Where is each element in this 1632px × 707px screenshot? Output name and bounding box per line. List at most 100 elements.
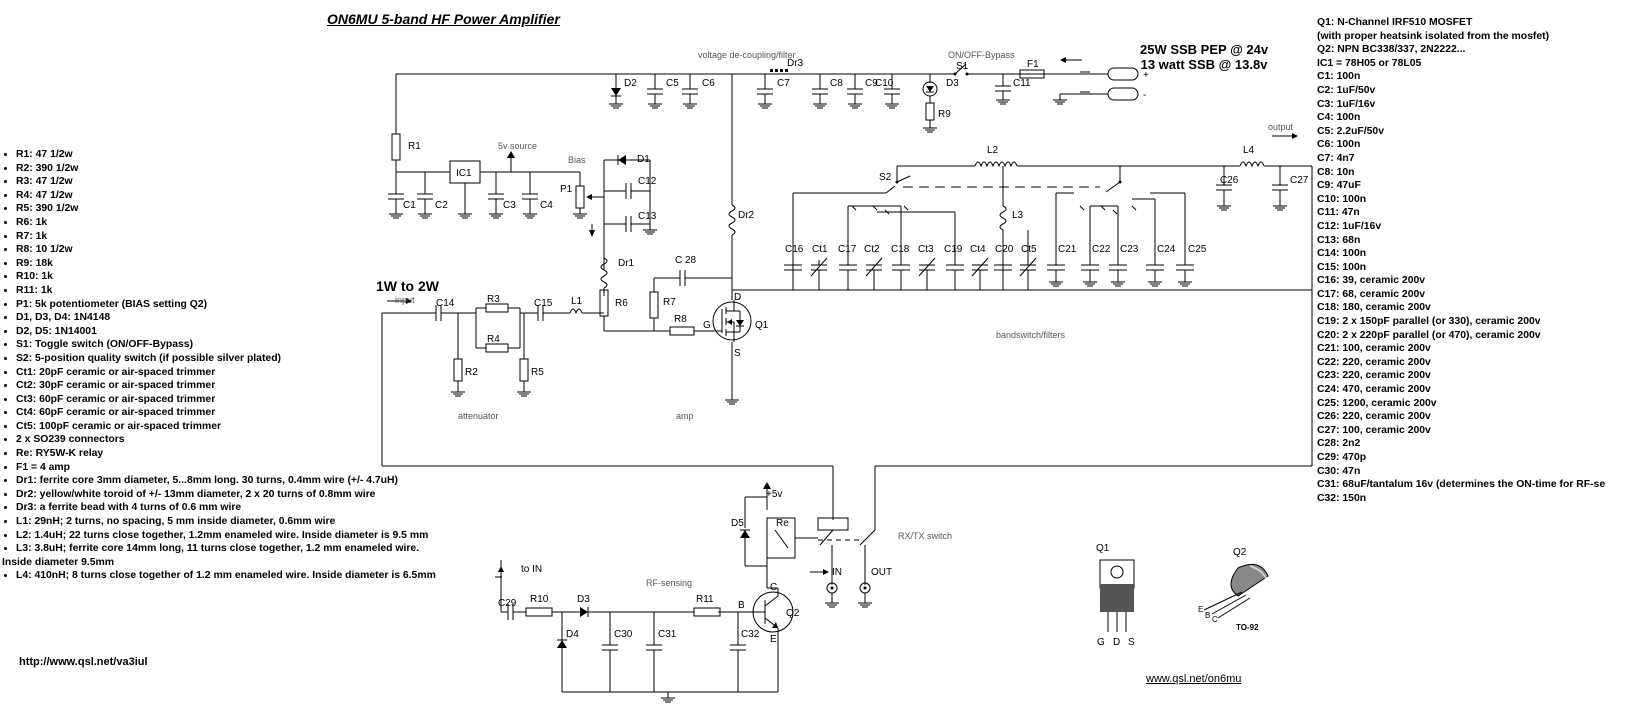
label-pin-c: C bbox=[770, 582, 777, 593]
label-ct1: Ct1 bbox=[812, 244, 828, 255]
right-part-item: C30: 47n bbox=[1317, 465, 1361, 477]
url-on6mu[interactable]: www.qsl.net/on6mu bbox=[1146, 673, 1242, 685]
label-c16: C16 bbox=[785, 244, 804, 255]
label-d3-rf: D3 bbox=[577, 594, 590, 605]
url-va3iul[interactable]: http://www.qsl.net/va3iul bbox=[19, 656, 148, 668]
label-dr3: Dr3 bbox=[787, 58, 804, 69]
left-part-item: R7: 1k bbox=[16, 230, 436, 244]
label-c13: C13 bbox=[638, 211, 657, 222]
drain-source bbox=[725, 74, 1312, 405]
label-c26: C26 bbox=[1220, 175, 1239, 186]
label-r7: R7 bbox=[663, 297, 676, 308]
component-labels: R1 C1 C2 IC1 C3 C4 P1 D1 C12 C13 Dr1 R6 … bbox=[403, 58, 1309, 645]
diode-d1 bbox=[604, 155, 651, 230]
label-c20: C20 bbox=[995, 244, 1014, 255]
label-c11: C11 bbox=[1013, 78, 1031, 89]
right-part-item: C20: 2 x 220pF parallel (or 470), cerami… bbox=[1317, 329, 1541, 341]
label-r3: R3 bbox=[487, 294, 500, 305]
left-part-item: R3: 47 1/2w bbox=[16, 175, 436, 189]
label-p1: P1 bbox=[560, 184, 573, 195]
label-c25: C25 bbox=[1188, 244, 1207, 255]
power-line-2: 13 watt SSB @ 13.8v bbox=[1140, 57, 1268, 72]
label-r4: R4 bbox=[487, 334, 500, 345]
q1-pin-g: G bbox=[1097, 637, 1105, 648]
label-c2: C2 bbox=[435, 200, 448, 211]
power-line-1: 25W SSB PEP @ 24v bbox=[1140, 42, 1269, 57]
left-part-item: D2, D5: 1N14001 bbox=[16, 325, 436, 339]
choke-dr1 bbox=[589, 224, 608, 296]
trimmer-ct3 bbox=[918, 257, 936, 290]
left-part-item: R9: 18k bbox=[16, 257, 436, 271]
label-r8: R8 bbox=[674, 314, 687, 325]
left-part-item: Ct2: 30pF ceramic or air-spaced trimmer bbox=[16, 379, 436, 393]
left-part-item: Ct3: 60pF ceramic or air-spaced trimmer bbox=[16, 393, 436, 407]
transistor-q2 bbox=[718, 587, 794, 692]
label-f1: F1 bbox=[1027, 59, 1039, 70]
section-output: output bbox=[1268, 122, 1294, 132]
right-part-item: C19: 2 x 150pF parallel (or 330), cerami… bbox=[1317, 316, 1541, 328]
label-d4: D4 bbox=[566, 629, 579, 640]
label-r6: R6 bbox=[615, 298, 628, 309]
capacitor-c16 bbox=[784, 264, 802, 290]
left-part-item: R8: 10 1/2w bbox=[16, 243, 436, 257]
capacitor-c20 bbox=[994, 264, 1012, 271]
fuse-f1 bbox=[1019, 69, 1045, 79]
label-c29: C29 bbox=[498, 598, 517, 609]
label-c24: C24 bbox=[1157, 244, 1176, 255]
label-d5: D5 bbox=[731, 518, 744, 529]
label-c30: C30 bbox=[614, 629, 633, 640]
q2-package bbox=[1203, 563, 1269, 619]
section-attenuator: attenuator bbox=[458, 411, 499, 421]
label-ct2: Ct2 bbox=[864, 244, 880, 255]
label-minus: - bbox=[1143, 90, 1146, 101]
right-part-item: C32: 150n bbox=[1317, 492, 1367, 504]
right-part-item: C25: 1200, ceramic 200v bbox=[1317, 397, 1437, 409]
section-out: OUT bbox=[871, 567, 892, 578]
left-part-item: R5: 390 1/2w bbox=[16, 202, 436, 216]
label-d3: D3 bbox=[946, 78, 959, 89]
right-part-item: Q1: N-Channel IRF510 MOSFET bbox=[1317, 17, 1473, 28]
left-part-item: Ct5: 100pF ceramic or air-spaced trimmer bbox=[16, 420, 436, 434]
left-parts-list: R1: 47 1/2wR2: 390 1/2wR3: 47 1/2wR4: 47… bbox=[2, 148, 436, 583]
label-d1: D1 bbox=[637, 154, 650, 165]
right-part-item: C24: 470, ceramic 200v bbox=[1317, 384, 1431, 396]
left-part-item: D1, D3, D4: 1N4148 bbox=[16, 311, 436, 325]
schematic-title: ON6MU 5-band HF Power Amplifier bbox=[327, 11, 560, 27]
q1-package bbox=[1099, 559, 1135, 632]
label-q1: Q1 bbox=[755, 320, 769, 331]
output-network bbox=[1120, 133, 1313, 466]
label-c21: C21 bbox=[1058, 244, 1077, 255]
label-ct5: Ct5 bbox=[1021, 244, 1037, 255]
label-ic1: IC1 bbox=[456, 168, 472, 179]
package-labels: Q1 G D S Q2 E B C TO-92 bbox=[1096, 543, 1259, 648]
mosfet-q1 bbox=[712, 300, 752, 342]
right-part-item: C17: 68, ceramic 200v bbox=[1317, 288, 1426, 300]
right-part-item: C27: 100, ceramic 200v bbox=[1317, 424, 1431, 436]
right-part-item: C26: 220, ceramic 200v bbox=[1317, 411, 1431, 423]
label-r11: R11 bbox=[696, 594, 714, 605]
capacitor-c13 bbox=[604, 216, 657, 235]
label-pin-d: D bbox=[734, 292, 741, 303]
led-d3-r9 bbox=[922, 74, 938, 133]
label-r2: R2 bbox=[465, 367, 478, 378]
rxtx-relay bbox=[810, 465, 1312, 608]
capacitor-c10 bbox=[884, 74, 900, 109]
left-part-item: F1 = 4 amp bbox=[16, 461, 436, 475]
q1-pin-s: S bbox=[1128, 637, 1135, 648]
label-s1: S1 bbox=[956, 61, 969, 72]
q2-pin-c: C bbox=[1212, 615, 1218, 624]
trimmer-ct5 bbox=[1019, 230, 1037, 290]
l3-coil bbox=[999, 166, 1007, 290]
input-path bbox=[381, 298, 833, 467]
section-to-in: to IN bbox=[521, 564, 542, 575]
right-part-item: IC1 = 78H05 or 78L05 bbox=[1317, 57, 1422, 69]
q2-package-title: Q2 bbox=[1233, 547, 1247, 558]
switch-s1 bbox=[953, 63, 969, 76]
label-c12: C12 bbox=[638, 176, 657, 187]
right-part-item: C7: 4n7 bbox=[1317, 152, 1355, 164]
right-part-item: C1: 100n bbox=[1317, 71, 1361, 83]
capacitor-c18 bbox=[892, 264, 910, 290]
label-c8: C8 bbox=[830, 78, 843, 89]
attenuator-network bbox=[451, 303, 538, 397]
trimmer-ct2 bbox=[865, 257, 883, 290]
